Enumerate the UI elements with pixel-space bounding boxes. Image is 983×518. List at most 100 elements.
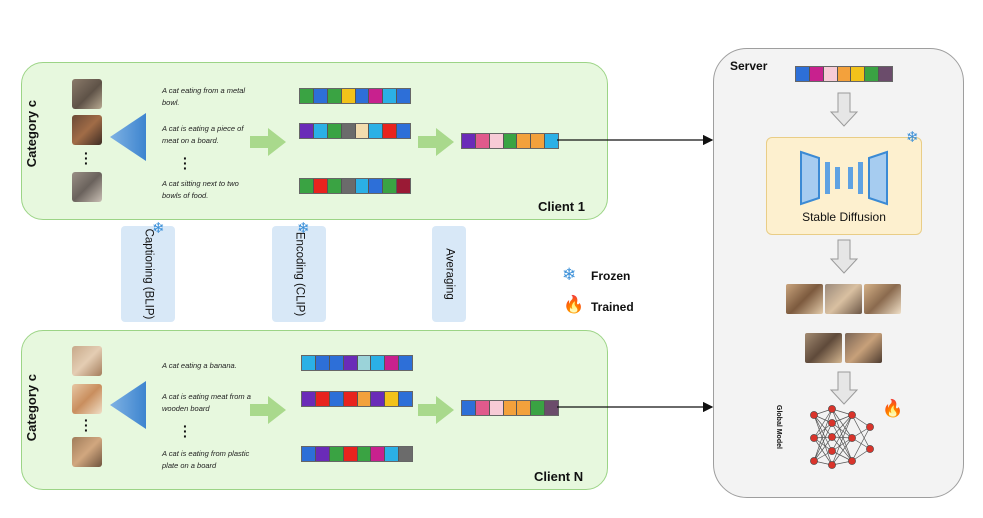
caption-text: A cat is eating a piece of meat on a boa… — [162, 124, 244, 145]
vertical-ellipsis: ··· — [183, 150, 188, 176]
embedding-cell — [384, 447, 399, 461]
client-n-category-label: Category c — [24, 374, 39, 442]
embedding-cell — [836, 67, 851, 81]
embedding-cell — [328, 392, 343, 406]
embedding-cell — [516, 134, 531, 148]
embedding-cell — [326, 179, 341, 193]
encoding-stage: Encoding (CLIP) — [272, 226, 326, 322]
encoding-stage-label: Encoding (CLIP) — [293, 231, 306, 317]
embedding-cell — [356, 356, 371, 370]
generated-image — [825, 284, 862, 314]
global-model-label: Global Model — [775, 405, 782, 449]
hourglass-unet-icon — [800, 150, 888, 206]
embedding-cell — [398, 447, 412, 461]
server-title: Server — [730, 59, 768, 73]
embedding-cell — [356, 392, 371, 406]
caption-text: A cat is eating from plastic plate on a … — [162, 449, 250, 470]
embedding-cell — [850, 67, 865, 81]
embedding-cell — [544, 134, 559, 148]
embedding-cell — [354, 179, 369, 193]
embedding-cell — [340, 179, 355, 193]
caption-text: A cat eating a banana. — [162, 361, 237, 370]
embedding-cell — [474, 401, 489, 415]
embedding-cell — [342, 392, 357, 406]
captioning-stage-label: Captioning (BLIP) — [142, 228, 155, 320]
client-1-name: Client 1 — [538, 199, 585, 214]
legend-trained-label: Trained — [591, 300, 634, 314]
embedding-cell — [502, 401, 517, 415]
cat-image — [72, 115, 102, 145]
generated-image — [786, 284, 823, 314]
embedding-cell — [530, 134, 545, 148]
embedding-cell — [474, 134, 489, 148]
embedding-cell — [342, 447, 357, 461]
embedding-cell — [314, 356, 329, 370]
embedding-cell — [516, 401, 531, 415]
embedding-cell — [370, 392, 385, 406]
embedding-cell — [396, 179, 410, 193]
embedding-cell — [502, 134, 517, 148]
cat-image — [72, 437, 102, 467]
embedding-cell — [382, 179, 397, 193]
embedding-cell — [340, 124, 355, 138]
text-embedding-bar — [299, 88, 411, 104]
embedding-cell — [530, 401, 545, 415]
snowflake-icon: ❄ — [152, 220, 165, 237]
embedding-cell — [396, 124, 410, 138]
embedding-cell — [354, 124, 369, 138]
averaging-stage-label: Averaging — [443, 248, 456, 300]
text-embedding-bar — [299, 123, 411, 139]
legend-frozen-label: Frozen — [591, 269, 631, 283]
embedding-cell — [544, 401, 559, 415]
embedding-cell — [370, 447, 385, 461]
stable-diffusion-label: Stable Diffusion — [802, 210, 886, 224]
embedding-cell — [342, 356, 357, 370]
embedding-cell — [302, 356, 315, 370]
text-embedding-bar — [299, 178, 411, 194]
vertical-ellipsis: ··· — [183, 418, 188, 444]
embedding-cell — [340, 89, 355, 103]
embedding-cell — [300, 179, 313, 193]
embedding-cell — [462, 134, 475, 148]
caption-text: A cat sitting next to two bowls of food. — [162, 179, 239, 200]
text-embedding-bar — [301, 355, 413, 371]
embedding-cell — [354, 89, 369, 103]
embedding-cell — [368, 179, 383, 193]
server-embedding-bar — [795, 66, 893, 82]
embedding-cell — [864, 67, 879, 81]
embedding-cell — [822, 67, 837, 81]
generated-image — [805, 333, 842, 363]
stable-diffusion-box: Stable Diffusion — [766, 137, 922, 235]
embedding-cell — [302, 392, 315, 406]
embedding-cell — [878, 67, 893, 81]
client-n-name: Client N — [534, 469, 584, 484]
text-embedding-bar — [301, 391, 413, 407]
embedding-cell — [462, 401, 475, 415]
embedding-cell — [398, 356, 412, 370]
flame-icon: 🔥 — [563, 295, 585, 314]
embedding-cell — [314, 392, 329, 406]
embedding-cell — [300, 124, 313, 138]
embedding-cell — [488, 134, 503, 148]
averaged-embedding-bar — [461, 133, 559, 149]
snowflake-icon: ❄ — [562, 265, 577, 284]
embedding-cell — [488, 401, 503, 415]
embedding-cell — [326, 89, 341, 103]
embedding-cell — [328, 447, 343, 461]
embedding-cell — [356, 447, 371, 461]
embedding-cell — [384, 392, 399, 406]
embedding-cell — [312, 89, 327, 103]
neural-network-icon — [810, 405, 874, 469]
embedding-cell — [370, 356, 385, 370]
averaging-stage: Averaging — [432, 226, 466, 322]
embedding-cell — [396, 89, 410, 103]
caption-text: A cat eating from a metal bowl. — [162, 86, 246, 107]
cat-image — [72, 79, 102, 109]
text-embedding-bar — [301, 446, 413, 462]
cat-image — [72, 384, 102, 414]
snowflake-icon: ❄ — [297, 220, 310, 237]
vertical-ellipsis: ··· — [84, 412, 89, 438]
embedding-cell — [312, 179, 327, 193]
snowflake-icon: ❄ — [906, 129, 919, 146]
cat-image — [72, 346, 102, 376]
